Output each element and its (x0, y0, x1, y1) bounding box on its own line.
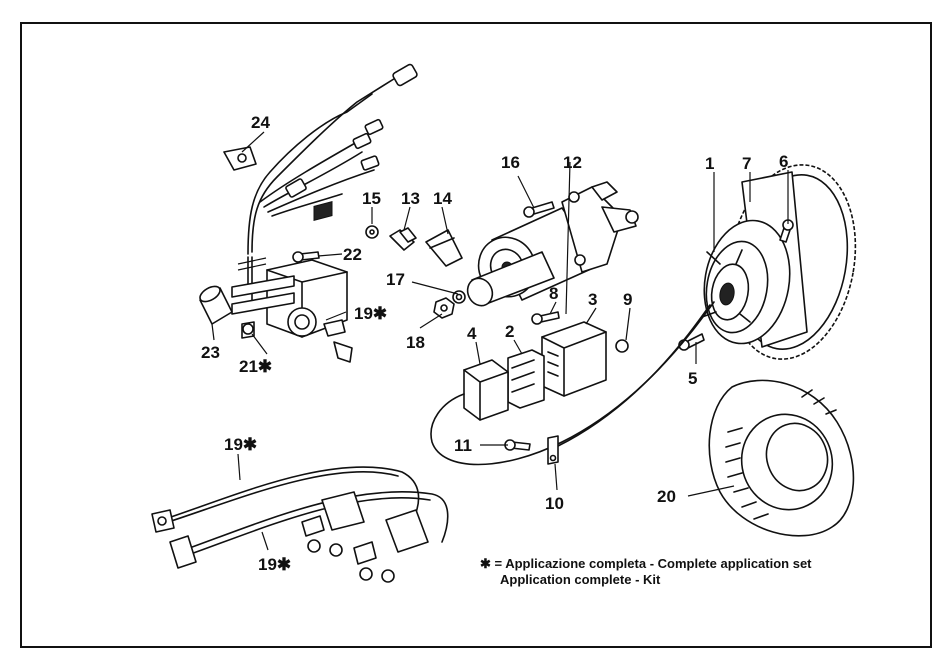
callout-5: 5 (688, 369, 697, 388)
callout-2: 2 (505, 322, 514, 341)
callout-6: 6 (779, 152, 788, 171)
callout-19-switch: 19✱ (354, 304, 387, 323)
callout-4: 4 (467, 324, 477, 343)
callout-18: 18 (406, 333, 425, 352)
screw-16 (532, 202, 554, 214)
callout-21: 21✱ (239, 357, 272, 376)
callout-13: 13 (401, 189, 420, 208)
exploded-parts-drawing: 1 2 3 4 5 6 7 8 9 10 11 12 13 14 15 16 1… (22, 24, 930, 646)
cable-clip (224, 147, 256, 170)
voltage-regulator (542, 322, 606, 396)
callout-11: 11 (454, 436, 472, 455)
callout-24: 24 (251, 113, 270, 132)
connector-2 (508, 350, 544, 408)
callout-8: 8 (549, 284, 558, 303)
callout-20: 20 (657, 487, 676, 506)
callout-7: 7 (742, 154, 751, 173)
rubber-grommet-23 (197, 283, 232, 324)
legend-line-1: ✱ = Applicazione completa - Complete app… (480, 556, 812, 571)
callout-17: 17 (386, 270, 405, 289)
callout-16: 16 (501, 153, 520, 172)
callout-19-cable-top: 19✱ (224, 435, 257, 454)
screw-8 (540, 312, 559, 322)
nut-9 (616, 340, 628, 352)
flywheel-ring-gear (695, 155, 870, 370)
legend-line-2: Application complete - Kit (500, 572, 661, 587)
callout-23: 23 (201, 343, 220, 362)
callout-9: 9 (623, 290, 632, 309)
callout-12: 12 (563, 153, 582, 172)
diagram-frame: 1 2 3 4 5 6 7 8 9 10 11 12 13 14 15 16 1… (20, 22, 932, 648)
legend: ✱ = Applicazione completa - Complete app… (480, 556, 812, 587)
connector-4 (464, 360, 508, 420)
callout-1: 1 (705, 154, 714, 173)
callout-3: 3 (588, 290, 597, 309)
callout-15: 15 (362, 189, 381, 208)
callout-22: 22 (343, 245, 362, 264)
callout-10: 10 (545, 494, 564, 513)
battery-cables (152, 467, 448, 582)
callout-19-cable-bottom: 19✱ (258, 555, 291, 574)
fan-cover (709, 380, 853, 535)
callout-14: 14 (433, 189, 452, 208)
